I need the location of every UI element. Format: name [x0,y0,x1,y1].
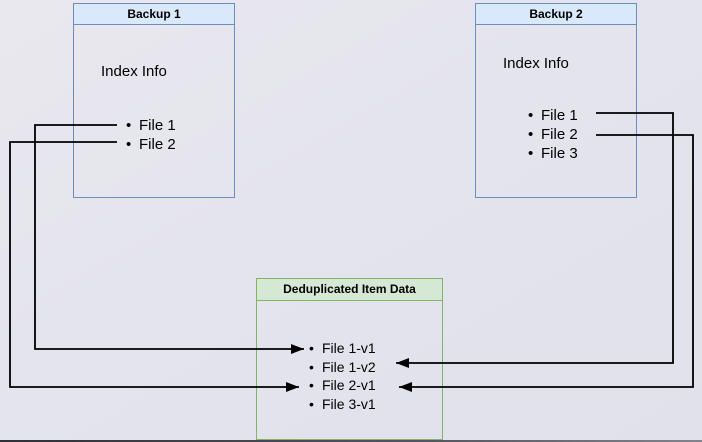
backup2-list-item-file1: File 1 [528,106,578,125]
dedup-list-item-file3v1: File 3-v1 [309,395,376,414]
backup2-list-item-file2: File 2 [528,125,578,144]
backup1-index-info-label: Index Info [101,63,167,80]
backup2-index-info-label: Index Info [503,55,569,72]
backup2-file-list: File 1 File 2 File 3 [528,106,578,163]
dedup-list-item-file2v1: File 2-v1 [309,376,376,395]
backup1-box: Backup 1 Index Info File 1 File 2 [73,3,235,198]
backup1-title: Backup 1 [74,4,234,25]
backup2-list-item-file3: File 3 [528,144,578,163]
backup1-list-item-file1: File 1 [126,116,176,135]
dedup-list-item-file1v2: File 1-v2 [309,358,376,377]
backup1-file-list: File 1 File 2 [126,116,176,154]
dedup-file-list: File 1-v1 File 1-v2 File 2-v1 File 3-v1 [309,339,376,414]
dedup-title: Deduplicated Item Data [257,279,442,301]
backup2-title: Backup 2 [476,4,636,25]
backup2-box: Backup 2 Index Info File 1 File 2 File 3 [475,3,637,198]
dedup-box: Deduplicated Item Data File 1-v1 File 1-… [256,278,443,440]
window-bottom-edge [0,440,702,442]
backup1-list-item-file2: File 2 [126,135,176,154]
dedup-list-item-file1v1: File 1-v1 [309,339,376,358]
